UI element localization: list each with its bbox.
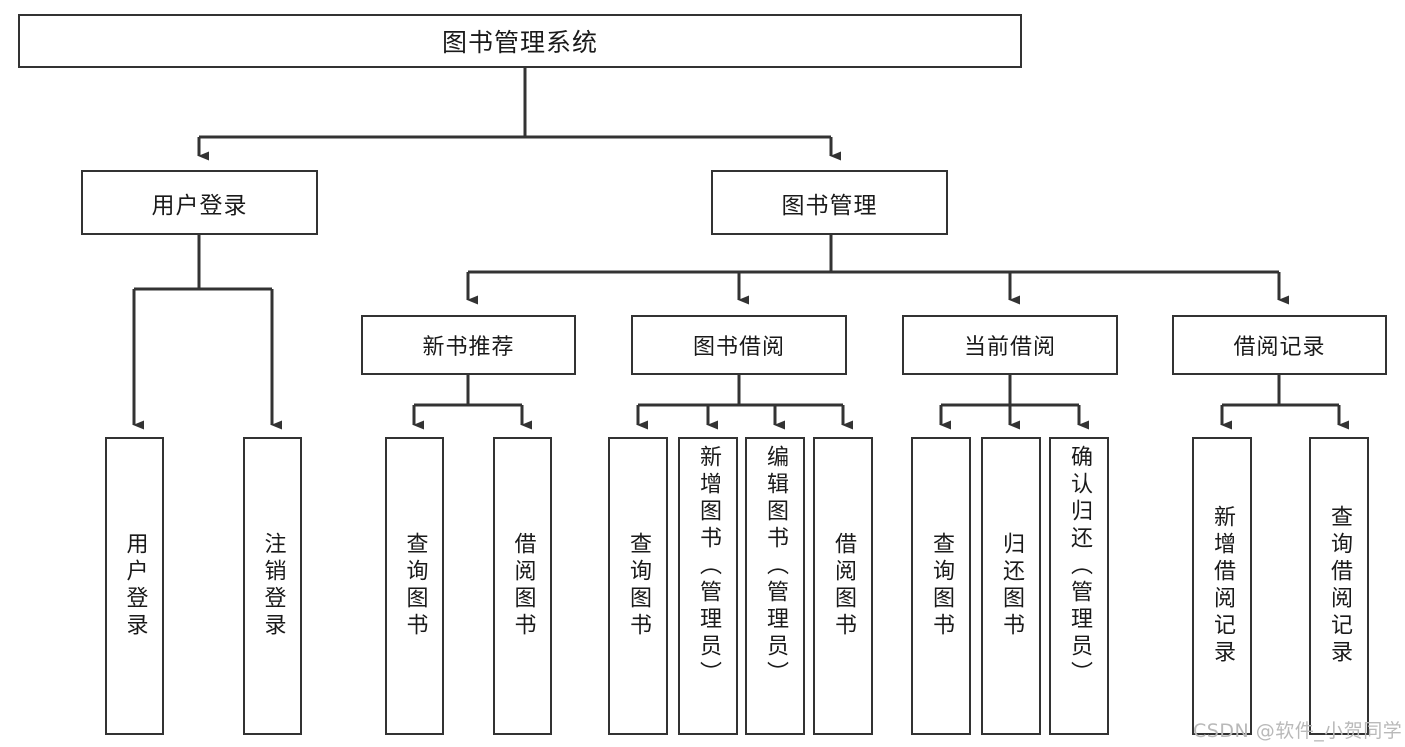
node-label: 图书管理系统: [441, 28, 598, 57]
node-user-login[interactable]: 用户登录: [81, 170, 318, 235]
node-label: 新增借阅记录: [1210, 505, 1235, 667]
node-label: 查询图书: [929, 532, 954, 640]
node-leaf-query-record[interactable]: 查询借阅记录: [1309, 437, 1369, 735]
node-label: 用户登录: [151, 192, 248, 219]
node-label: 新增图书（管理员）: [696, 445, 721, 688]
node-label: 借阅图书: [831, 532, 856, 640]
node-borrow-record[interactable]: 借阅记录: [1172, 315, 1387, 375]
node-leaf-add-record[interactable]: 新增借阅记录: [1192, 437, 1252, 735]
node-leaf-borrow-book-1[interactable]: 借阅图书: [493, 437, 552, 735]
node-label: 查询借阅记录: [1327, 505, 1352, 667]
node-leaf-return-book[interactable]: 归还图书: [981, 437, 1041, 735]
node-leaf-user-login[interactable]: 用户登录: [105, 437, 164, 735]
node-current-borrow[interactable]: 当前借阅: [902, 315, 1118, 375]
node-leaf-borrow-book-2[interactable]: 借阅图书: [813, 437, 873, 735]
node-label: 注销登录: [260, 532, 286, 640]
node-label: 图书管理: [781, 192, 878, 219]
node-label: 确认归还（管理员）: [1067, 445, 1092, 688]
node-new-book-recommend[interactable]: 新书推荐: [361, 315, 576, 375]
node-label: 借阅图书: [510, 532, 536, 640]
node-leaf-query-book-2[interactable]: 查询图书: [608, 437, 668, 735]
node-label: 查询图书: [626, 532, 651, 640]
node-book-borrow[interactable]: 图书借阅: [631, 315, 847, 375]
node-label: 当前借阅: [963, 335, 1056, 360]
node-leaf-add-book[interactable]: 新增图书（管理员）: [678, 437, 738, 735]
node-label: 编辑图书（管理员）: [763, 445, 788, 688]
node-leaf-query-book-3[interactable]: 查询图书: [911, 437, 971, 735]
node-label: 新书推荐: [422, 335, 515, 360]
node-label: 用户登录: [122, 532, 148, 640]
node-label: 借阅记录: [1233, 335, 1326, 360]
node-book-management[interactable]: 图书管理: [711, 170, 948, 235]
node-leaf-query-book-1[interactable]: 查询图书: [385, 437, 444, 735]
csdn-watermark: CSDN @软件_小贺同学: [1193, 720, 1403, 742]
node-label: 查询图书: [402, 532, 428, 640]
node-leaf-confirm-return[interactable]: 确认归还（管理员）: [1049, 437, 1109, 735]
node-leaf-edit-book[interactable]: 编辑图书（管理员）: [745, 437, 805, 735]
node-label: 图书借阅: [692, 335, 785, 360]
node-root-book-management-system[interactable]: 图书管理系统: [18, 14, 1022, 68]
node-label: 归还图书: [999, 532, 1024, 640]
node-leaf-logout-login[interactable]: 注销登录: [243, 437, 302, 735]
